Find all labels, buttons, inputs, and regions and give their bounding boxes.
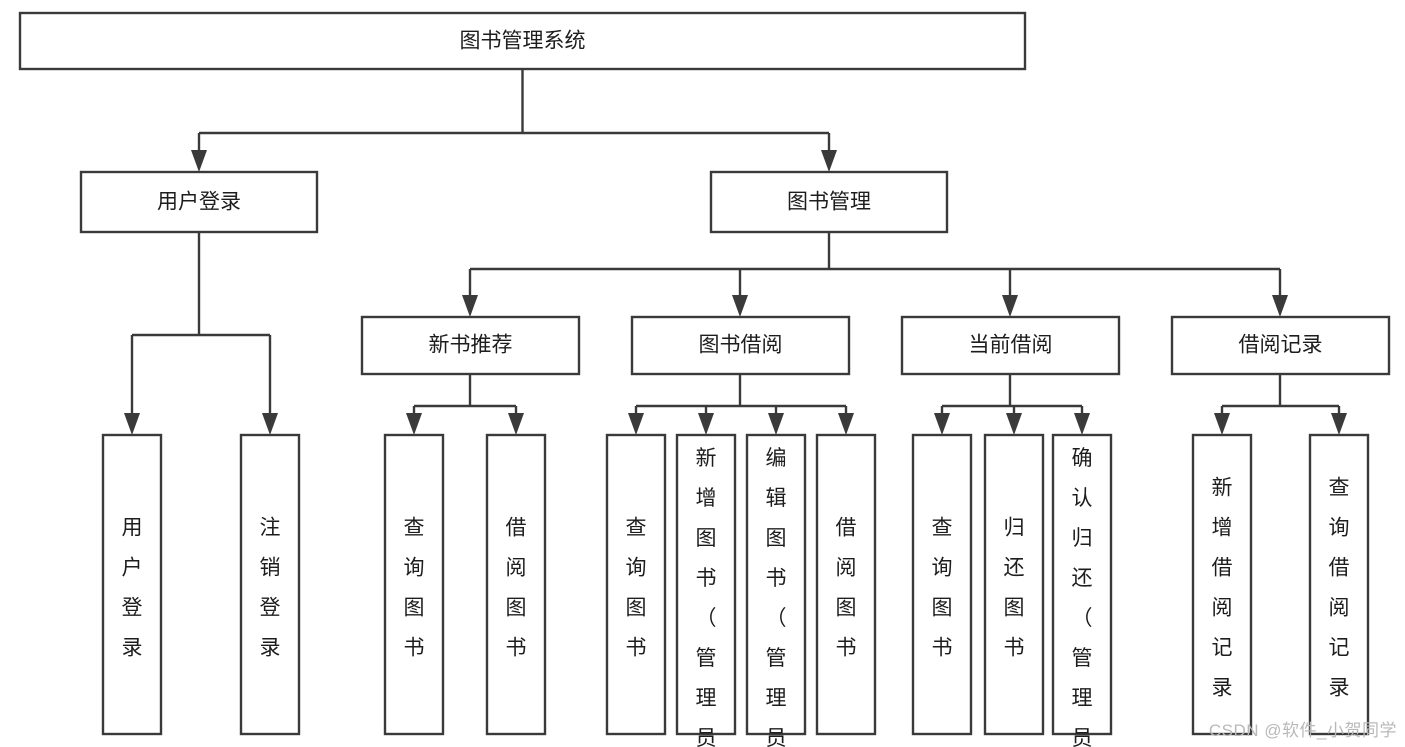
arrow-head-user-login: [191, 150, 207, 172]
node-root-label: 图书管理系统: [460, 30, 586, 53]
node-current-borrow-rect[interactable]: [900, 315, 1121, 376]
node-leaf-current-confirm-return[interactable]: 确认归还（管理员）: [1051, 433, 1113, 747]
arrow-head-leaf-current-query-book: [934, 413, 950, 435]
node-root-rect[interactable]: [18, 11, 1027, 71]
node-current-borrow-label: 当前借阅: [969, 334, 1053, 357]
node-leaf-user-login-label: 用户登录: [122, 517, 143, 660]
node-borrow-record-label: 借阅记录: [1239, 334, 1323, 357]
node-leaf-rec-borrow-book-rect[interactable]: [485, 433, 547, 736]
arrow-head-leaf-borrow-query-book: [628, 413, 644, 435]
node-leaf-record-add-label: 新增借阅记录: [1212, 477, 1233, 700]
node-leaf-current-return-book-label: 归还图书: [1004, 517, 1025, 660]
node-leaf-rec-query-book-rect[interactable]: [383, 433, 445, 736]
arrow-head-leaf-user-login: [124, 413, 140, 435]
node-leaf-record-add[interactable]: 新增借阅记录: [1191, 433, 1253, 736]
arrow-head-leaf-user-logout: [262, 413, 278, 435]
node-new-book-rec[interactable]: 新书推荐: [360, 315, 581, 376]
node-leaf-record-add-rect[interactable]: [1191, 433, 1253, 736]
arrow-head-leaf-record-add: [1214, 413, 1230, 435]
arrow-head-book-borrow: [732, 295, 748, 317]
arrow-head-leaf-record-query: [1331, 413, 1347, 435]
connector-layer: [124, 69, 1347, 435]
node-user-login-label: 用户登录: [157, 191, 241, 214]
node-current-borrow[interactable]: 当前借阅: [900, 315, 1121, 376]
node-borrow-record-rect[interactable]: [1170, 315, 1391, 376]
node-book-manage[interactable]: 图书管理: [709, 170, 949, 234]
node-leaf-borrow-edit-book-label: 编辑图书（管理员）: [766, 447, 787, 747]
node-leaf-borrow-query-book-label: 查询图书: [626, 517, 647, 660]
node-leaf-borrow-edit-book[interactable]: 编辑图书（管理员）: [745, 433, 807, 747]
node-user-login-rect[interactable]: [79, 170, 319, 234]
arrow-head-leaf-rec-borrow-book: [508, 413, 524, 435]
arrow-head-leaf-borrow-add-book: [698, 413, 714, 435]
node-leaf-user-login[interactable]: 用户登录: [101, 433, 163, 736]
node-new-book-rec-rect[interactable]: [360, 315, 581, 376]
node-leaf-record-query[interactable]: 查询借阅记录: [1308, 433, 1370, 736]
node-root[interactable]: 图书管理系统: [18, 11, 1027, 71]
node-book-borrow-rect[interactable]: [630, 315, 851, 376]
node-leaf-current-return-book-rect[interactable]: [983, 433, 1045, 736]
node-leaf-user-logout[interactable]: 注销登录: [239, 433, 301, 736]
node-leaf-borrow-lend-book-rect[interactable]: [815, 433, 877, 736]
node-book-borrow[interactable]: 图书借阅: [630, 315, 851, 376]
node-book-manage-label: 图书管理: [787, 191, 871, 214]
node-leaf-rec-borrow-book-label: 借阅图书: [506, 517, 527, 660]
arrow-head-borrow-record: [1272, 295, 1288, 317]
node-leaf-current-confirm-return-label: 确认归还（管理员）: [1072, 447, 1093, 747]
node-leaf-current-confirm-return-rect[interactable]: [1051, 433, 1113, 736]
node-leaf-borrow-add-book[interactable]: 新增图书（管理员）: [675, 433, 737, 747]
node-leaf-rec-borrow-book[interactable]: 借阅图书: [485, 433, 547, 736]
arrow-head-new-book-rec: [462, 295, 478, 317]
node-leaf-current-query-book[interactable]: 查询图书: [911, 433, 973, 736]
node-leaf-borrow-add-book-rect[interactable]: [675, 433, 737, 736]
node-leaf-current-return-book[interactable]: 归还图书: [983, 433, 1045, 736]
node-leaf-borrow-lend-book-label: 借阅图书: [836, 517, 857, 660]
node-leaf-record-query-label: 查询借阅记录: [1329, 477, 1350, 700]
node-new-book-rec-label: 新书推荐: [429, 334, 513, 357]
node-book-borrow-label: 图书借阅: [699, 334, 783, 357]
arrow-head-leaf-current-confirm-return: [1074, 413, 1090, 435]
node-leaf-rec-query-book[interactable]: 查询图书: [383, 433, 445, 736]
node-leaf-current-query-book-rect[interactable]: [911, 433, 973, 736]
node-leaf-user-logout-label: 注销登录: [260, 517, 281, 660]
node-leaf-user-login-rect[interactable]: [101, 433, 163, 736]
arrow-head-leaf-borrow-edit-book: [768, 413, 784, 435]
node-borrow-record[interactable]: 借阅记录: [1170, 315, 1391, 376]
node-leaf-borrow-edit-book-rect[interactable]: [745, 433, 807, 736]
node-book-manage-rect[interactable]: [709, 170, 949, 234]
node-leaf-record-query-rect[interactable]: [1308, 433, 1370, 736]
node-leaf-borrow-query-book-rect[interactable]: [605, 433, 667, 736]
node-leaf-borrow-lend-book[interactable]: 借阅图书: [815, 433, 877, 736]
node-leaf-user-logout-rect[interactable]: [239, 433, 301, 736]
arrow-head-leaf-current-return-book: [1006, 413, 1022, 435]
arrow-head-leaf-borrow-lend-book: [838, 413, 854, 435]
node-leaf-current-query-book-label: 查询图书: [932, 517, 953, 660]
node-leaf-borrow-add-book-label: 新增图书（管理员）: [696, 447, 717, 747]
node-leaf-rec-query-book-label: 查询图书: [404, 517, 425, 660]
arrow-head-current-borrow: [1002, 295, 1018, 317]
node-leaf-borrow-query-book[interactable]: 查询图书: [605, 433, 667, 736]
arrow-head-leaf-rec-query-book: [406, 413, 422, 435]
arrow-head-book-manage: [821, 150, 837, 172]
node-user-login[interactable]: 用户登录: [79, 170, 319, 234]
